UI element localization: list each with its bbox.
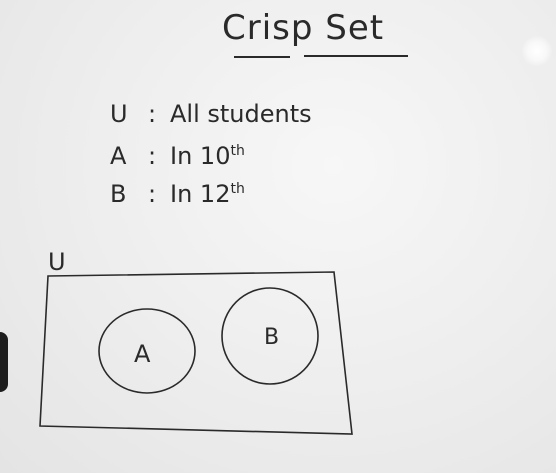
set-a-circle xyxy=(98,308,196,394)
definition-text: In 12th xyxy=(170,180,245,208)
title-underline-right xyxy=(304,55,408,57)
definition-symbol: A xyxy=(110,142,127,170)
definition-separator: : xyxy=(148,142,157,170)
set-b-label: B xyxy=(264,325,279,350)
definition-ordinal: th xyxy=(230,181,245,197)
page-title: Crisp Set xyxy=(222,8,385,48)
definition-separator: : xyxy=(148,100,157,128)
set-b-circle xyxy=(221,287,319,385)
presenter-hand-shadow xyxy=(0,332,8,392)
definition-text: All students xyxy=(170,100,312,128)
universe-label: U xyxy=(48,248,66,276)
light-glare xyxy=(522,36,552,66)
set-a-label: A xyxy=(134,340,151,368)
definition-text: In 10th xyxy=(170,142,245,170)
definition-separator: : xyxy=(148,180,157,208)
definition-text-main: In 12 xyxy=(170,180,231,208)
universe-rectangle xyxy=(39,271,353,435)
definition-symbol: U xyxy=(110,100,128,128)
definition-text-main: In 10 xyxy=(170,142,231,170)
definition-ordinal: th xyxy=(230,143,245,159)
title-underline-left xyxy=(234,56,290,58)
definition-symbol: B xyxy=(110,180,127,208)
